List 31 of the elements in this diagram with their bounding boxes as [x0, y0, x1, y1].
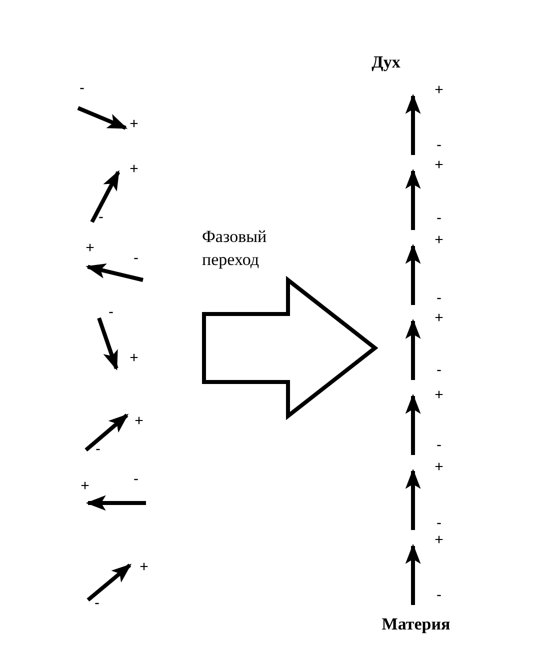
- charge-sign: +: [434, 532, 444, 548]
- charge-sign: -: [134, 250, 138, 266]
- charge-sign: -: [108, 304, 114, 320]
- charge-sign: +: [130, 116, 138, 132]
- charge-sign: -: [436, 210, 442, 226]
- charge-sign: +: [434, 232, 444, 248]
- charge-sign: +: [130, 162, 138, 176]
- charge-sign: +: [80, 478, 90, 494]
- charge-sign: -: [436, 362, 442, 378]
- charge-sign: +: [134, 414, 144, 428]
- transition-label: Фазовый переход: [202, 226, 268, 271]
- charge-sign: -: [436, 138, 442, 152]
- charge-sign: +: [434, 460, 444, 474]
- charge-sign: +: [140, 560, 148, 574]
- charge-sign: +: [130, 350, 138, 366]
- charge-sign: -: [98, 210, 104, 224]
- charge-sign: -: [436, 290, 442, 306]
- charge-sign: -: [80, 80, 84, 96]
- pole-label: Материя: [382, 616, 450, 632]
- charge-sign: -: [134, 472, 138, 486]
- charge-sign: +: [434, 388, 444, 402]
- charge-sign: +: [434, 82, 444, 98]
- charge-sign: -: [436, 588, 442, 602]
- charge-sign: +: [434, 310, 444, 326]
- charge-sign: -: [436, 516, 442, 530]
- charge-sign: +: [86, 240, 94, 256]
- charge-sign: -: [436, 438, 442, 452]
- charge-sign: +: [434, 158, 444, 172]
- charge-sign: -: [96, 442, 100, 456]
- pole-label: Дух: [372, 54, 400, 70]
- charge-sign: -: [94, 596, 100, 610]
